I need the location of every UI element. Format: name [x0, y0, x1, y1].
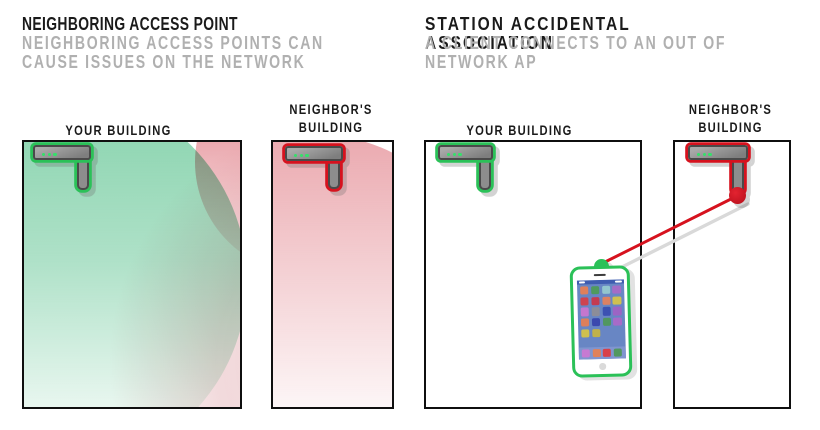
right-neighbor-building-label: NEIGHBOR'S BUILDING [688, 101, 773, 135]
app-icon [580, 297, 589, 306]
right-subtitle-line-2: NETWORK AP [425, 50, 538, 72]
ap-status-lights [447, 153, 462, 157]
app-icon [612, 306, 622, 316]
left-panel-subtitle: NEIGHBORING ACCESS POINTS CAN CAUSE ISSU… [22, 32, 419, 72]
client-smartphone [569, 258, 640, 382]
right-panel-subtitle: A CLIENT CONNECTS TO AN OUT OF NETWORK A… [425, 32, 820, 72]
dock-app-icon [581, 348, 590, 358]
app-icon [580, 307, 590, 317]
ap-status-lights [697, 153, 712, 157]
right-subtitle-line-1: A CLIENT CONNECTS TO AN OUT OF [425, 32, 727, 53]
app-icon [590, 286, 600, 295]
neighbor-access-point-icon [285, 146, 355, 208]
neighbor-access-point-icon [688, 145, 758, 207]
left-your-building-box [22, 140, 242, 409]
phone-speaker [593, 273, 606, 277]
ap-antenna [328, 155, 340, 189]
dock-app-icon [613, 348, 623, 357]
app-grid [577, 285, 625, 338]
ap-antenna [77, 154, 89, 190]
app-icon [602, 317, 611, 327]
app-icon [601, 285, 611, 295]
left-neighbor-building-box [271, 140, 394, 409]
battery-icon [614, 280, 622, 283]
app-icon [612, 296, 622, 305]
app-icon [581, 329, 590, 338]
ap-antenna-node [729, 187, 746, 204]
app-icon [591, 328, 601, 338]
app-icon [612, 285, 621, 294]
left-neighbor-building-label: NEIGHBOR'S BUILDING [289, 101, 373, 135]
dock-app-icon [603, 348, 612, 357]
left-subtitle-line-1: NEIGHBORING ACCESS POINTS CAN [22, 32, 324, 53]
your-access-point-icon [438, 145, 508, 207]
app-icon [602, 307, 611, 316]
app-dock [578, 345, 626, 360]
left-subtitle-line-2: CAUSE ISSUES ON THE NETWORK [22, 50, 306, 72]
home-button [599, 362, 606, 370]
ap-status-lights [294, 154, 309, 158]
your-access-point-icon [33, 145, 103, 207]
left-your-building-label: YOUR BUILDING [65, 122, 172, 138]
dock-app-icon [592, 348, 601, 358]
phone-statusbar [576, 279, 624, 285]
phone-screen [576, 279, 626, 360]
right-panel-title-text: STATION ACCIDENTAL ASSOCIATION [425, 13, 631, 53]
right-panel-title: STATION ACCIDENTAL ASSOCIATION [425, 13, 757, 53]
ap-antenna [479, 154, 491, 190]
app-icon [580, 318, 590, 327]
left-panel-title-text: NEIGHBORING ACCESS POINT [22, 13, 238, 34]
app-icon [591, 296, 600, 306]
smartphone-body [569, 265, 633, 378]
app-icon [613, 317, 622, 326]
ap-status-lights [42, 153, 57, 157]
app-icon [591, 307, 600, 316]
left-panel-title: NEIGHBORING ACCESS POINT [22, 13, 310, 34]
app-icon [601, 296, 611, 305]
app-icon [580, 286, 589, 295]
signal-icon [578, 281, 585, 284]
right-your-building-label: YOUR BUILDING [466, 122, 573, 138]
app-icon [591, 318, 601, 327]
